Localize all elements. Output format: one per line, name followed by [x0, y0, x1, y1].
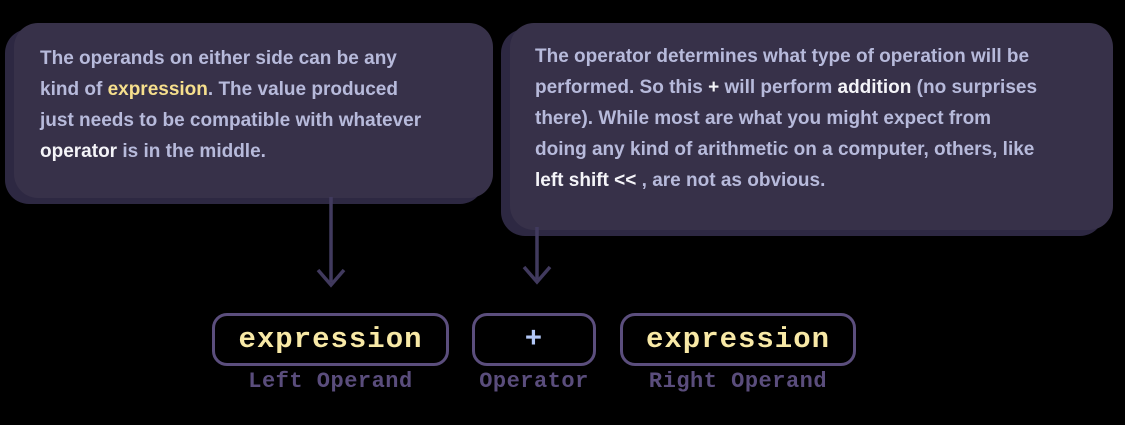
callout-operator: The operator determines what type of ope… [510, 23, 1113, 230]
token-label-right-operand: Right Operand [648, 369, 828, 394]
token-label-operator: Operator [479, 369, 589, 394]
callout-operator-text: The operator determines what type of ope… [535, 46, 1038, 191]
token-label-left-operand: Left Operand [248, 369, 413, 394]
token-text-right-operand: expression [645, 323, 831, 356]
down-arrow-to-operator-icon [522, 227, 552, 285]
token-box-operator: + [472, 313, 596, 366]
token-text-operator: + [524, 323, 544, 356]
down-arrow-to-left-operand-icon [316, 197, 346, 288]
token-text-left-operand: expression [238, 323, 423, 356]
token-box-right-operand: expression [620, 313, 856, 366]
token-box-left-operand: expression [212, 313, 449, 366]
